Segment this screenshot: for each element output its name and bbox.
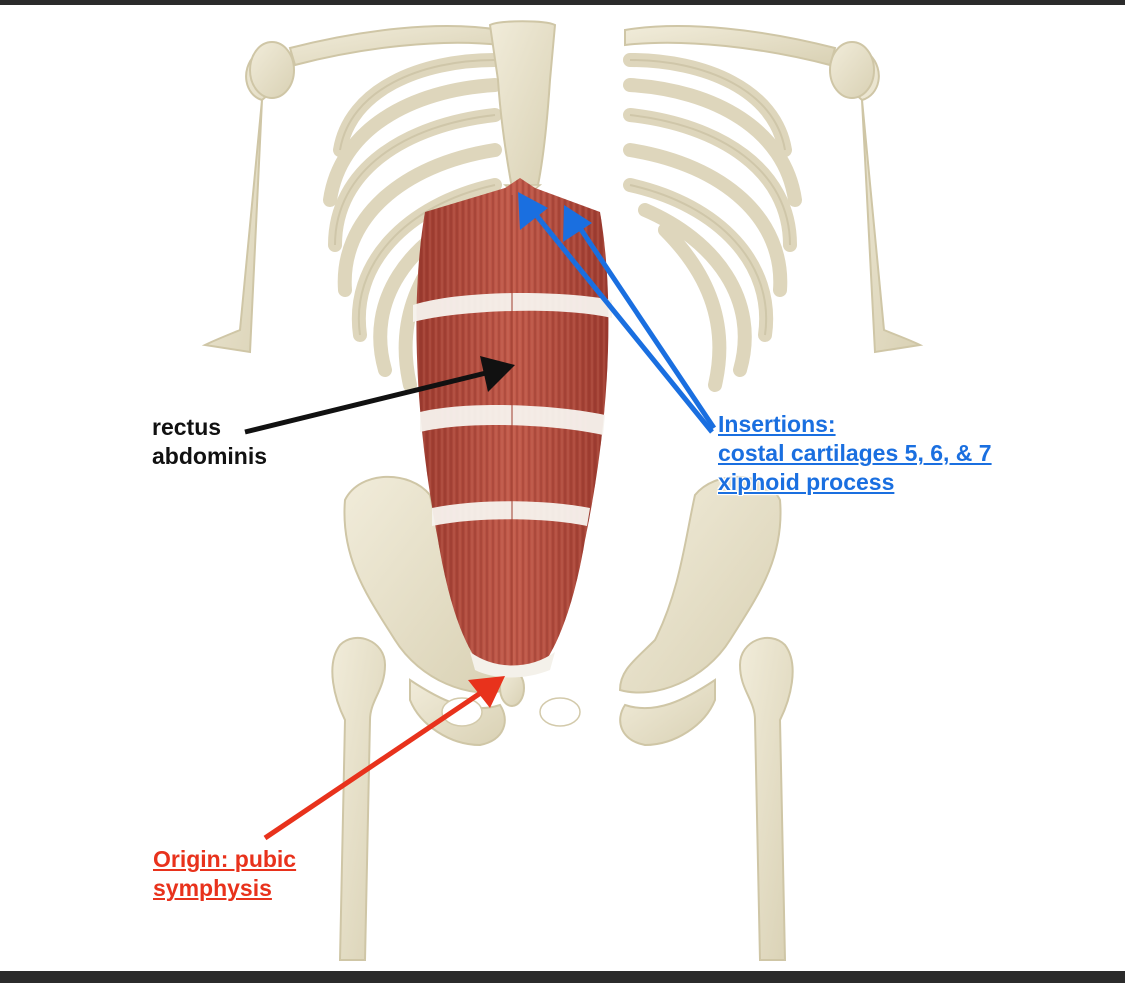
origin-label-line2: symphysis <box>153 875 272 901</box>
femur-bones <box>331 636 794 961</box>
rectus-arrow <box>244 356 515 435</box>
sternum <box>488 20 557 190</box>
frame-top <box>0 0 1125 5</box>
rectus-abdominis-muscle <box>413 178 612 678</box>
rectus-abdominis-label: rectus abdominis <box>152 413 267 471</box>
frame-bottom <box>0 971 1125 978</box>
pelvis-holes <box>441 697 581 727</box>
insertion-arrow-costal <box>563 205 717 430</box>
insertions-label-line1: Insertions: <box>718 411 836 437</box>
origin-label: Origin: pubic symphysis <box>153 845 296 903</box>
origin-label-line1: Origin: pubic <box>153 846 297 872</box>
insertions-label-line3: xiphoid process <box>718 469 895 495</box>
rectus-label-line1: rectus <box>152 414 222 440</box>
origin-arrow <box>263 676 505 841</box>
rectus-label-line2: abdominis <box>152 443 268 469</box>
insertion-arrow-xiphoid <box>518 192 714 434</box>
pubic-tendon <box>470 652 555 678</box>
ribcage-shading <box>334 59 791 336</box>
humerus-bones <box>201 41 924 354</box>
insertions-label: Insertions: costal cartilages 5, 6, & 7 … <box>718 410 992 497</box>
insertions-label-line2: costal cartilages 5, 6, & 7 <box>718 440 992 466</box>
